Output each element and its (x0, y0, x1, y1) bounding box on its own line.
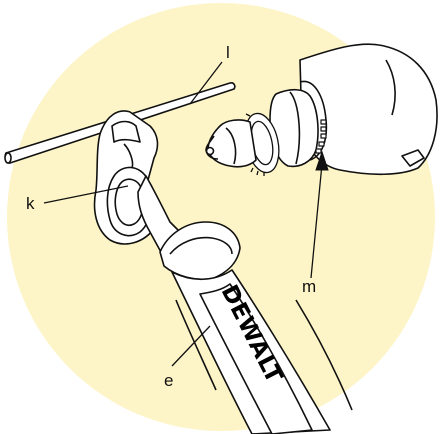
chuck-nose (205, 119, 257, 168)
arrowhead-m (315, 150, 329, 171)
handle-grip (171, 269, 353, 434)
leader-lines (43, 61, 323, 367)
collar-markings (315, 119, 327, 154)
leader-k (43, 185, 129, 204)
callout-k: k (26, 194, 35, 213)
chuck-collar (269, 88, 327, 168)
callout-l: l (226, 43, 230, 62)
callout-m: m (302, 277, 316, 296)
callout-e: e (164, 371, 173, 390)
leader-m (310, 163, 323, 279)
leader-e (171, 325, 211, 367)
leader-l (189, 61, 223, 105)
drill-body (299, 43, 438, 176)
